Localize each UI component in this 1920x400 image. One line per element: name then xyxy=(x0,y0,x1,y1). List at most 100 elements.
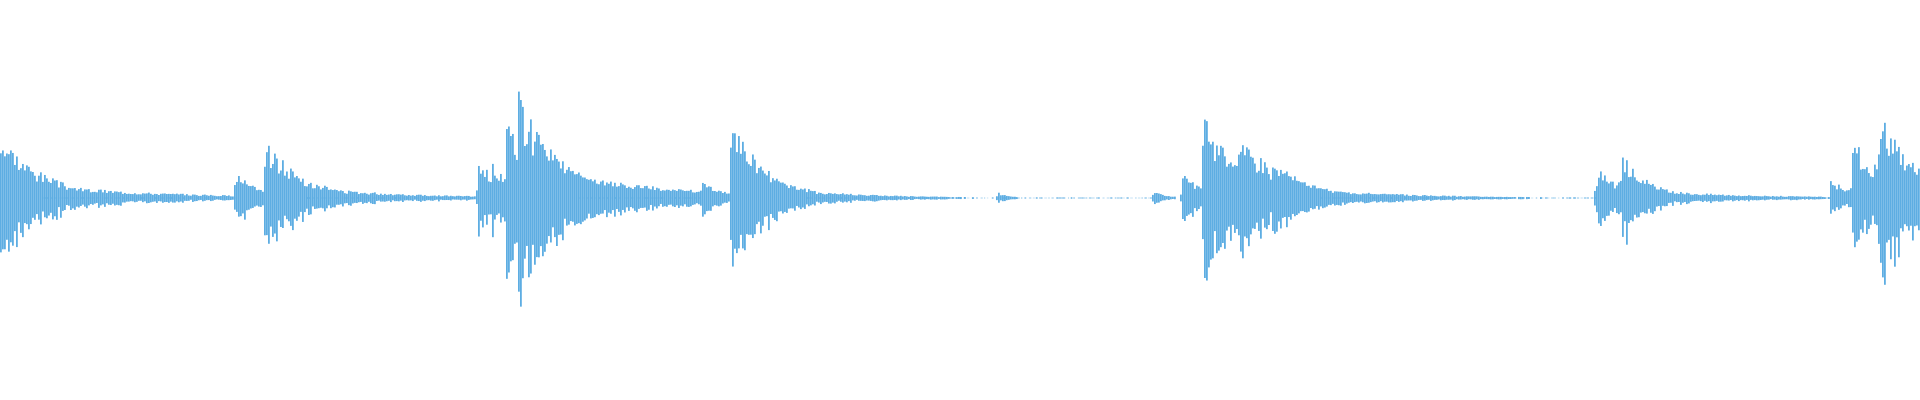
waveform-sample xyxy=(420,194,422,202)
waveform-sample xyxy=(108,191,110,205)
noise-floor-sample xyxy=(1802,197,1804,199)
waveform-sample xyxy=(1346,192,1348,204)
waveform-sample xyxy=(756,173,758,225)
waveform-sample xyxy=(738,136,740,249)
noise-floor-sample xyxy=(818,197,821,199)
waveform-sample xyxy=(346,193,348,204)
waveform-sample xyxy=(532,155,534,245)
waveform-sample xyxy=(1304,182,1306,213)
noise-floor-sample xyxy=(422,197,425,199)
waveform-sample xyxy=(658,188,660,207)
noise-floor-sample xyxy=(1485,197,1488,199)
noise-floor-sample xyxy=(631,197,634,199)
waveform-sample xyxy=(174,194,176,203)
waveform-sample xyxy=(1672,191,1674,206)
waveform-sample xyxy=(56,180,58,220)
waveform-sample xyxy=(312,188,314,207)
noise-floor-sample xyxy=(661,197,664,199)
noise-floor-sample xyxy=(1077,197,1081,199)
waveform-sample xyxy=(182,193,184,203)
waveform-sample xyxy=(222,195,224,201)
waveform-sample xyxy=(460,195,462,201)
waveform-sample xyxy=(308,183,310,215)
noise-floor-sample xyxy=(469,197,473,199)
noise-floor-sample xyxy=(80,197,84,199)
waveform-sample xyxy=(1908,164,1910,231)
noise-floor-sample xyxy=(1791,197,1794,199)
waveform-sample xyxy=(1750,195,1752,200)
waveform-sample xyxy=(256,190,258,206)
waveform-sample xyxy=(1758,196,1760,201)
noise-floor-sample xyxy=(650,197,653,199)
noise-floor-sample xyxy=(89,197,92,199)
noise-floor-sample xyxy=(1015,197,1017,199)
waveform-sample xyxy=(862,195,864,201)
waveform-sample xyxy=(1714,194,1716,202)
noise-floor-sample xyxy=(458,197,461,199)
waveform-sample xyxy=(1622,157,1624,237)
waveform-sample xyxy=(1272,167,1274,231)
noise-floor-sample xyxy=(958,197,962,199)
waveform-sample xyxy=(32,172,34,218)
noise-floor-sample xyxy=(627,197,630,199)
noise-floor-sample xyxy=(615,197,618,199)
waveform-sample xyxy=(1918,168,1920,231)
waveform-sample xyxy=(142,193,144,203)
waveform-sample xyxy=(1612,181,1614,212)
waveform-sample xyxy=(590,179,592,219)
noise-floor-sample xyxy=(1580,197,1583,199)
waveform-sample xyxy=(1256,172,1258,223)
waveform-sample xyxy=(1366,193,1368,203)
waveform-sample xyxy=(1216,145,1218,254)
waveform-sample xyxy=(768,170,770,231)
waveform-sample xyxy=(1326,188,1328,207)
waveform-sample xyxy=(654,190,656,207)
waveform-sample xyxy=(1410,195,1412,201)
waveform-sample xyxy=(1772,195,1774,200)
noise-floor-sample xyxy=(392,197,394,199)
waveform-sample xyxy=(1610,181,1612,211)
noise-floor-sample xyxy=(402,197,404,199)
noise-floor-sample xyxy=(668,197,670,199)
noise-floor-sample xyxy=(187,197,191,199)
waveform-sample xyxy=(1902,154,1904,232)
noise-floor-sample xyxy=(1562,197,1564,199)
waveform-sample xyxy=(1676,193,1678,203)
waveform-sample xyxy=(1746,195,1748,200)
noise-floor-sample xyxy=(925,197,928,199)
waveform-sample xyxy=(160,193,162,202)
noise-floor-sample xyxy=(326,197,328,199)
waveform-sample xyxy=(614,182,616,217)
waveform-sample xyxy=(18,169,20,223)
noise-floor-sample xyxy=(1456,197,1458,199)
waveform-sample xyxy=(860,194,862,201)
noise-floor-sample xyxy=(381,197,385,199)
waveform-sample xyxy=(1862,168,1864,233)
waveform-sample xyxy=(708,186,710,211)
waveform-sample xyxy=(604,185,606,211)
noise-floor-sample xyxy=(1816,197,1819,199)
waveform-sample xyxy=(1192,182,1194,217)
waveform-sample xyxy=(258,189,260,207)
waveform-sample xyxy=(1232,166,1234,225)
waveform-sample xyxy=(808,189,810,207)
waveform-sample xyxy=(1644,183,1646,214)
noise-floor-sample xyxy=(335,197,339,199)
noise-floor-sample xyxy=(1102,197,1105,199)
waveform-sample xyxy=(1606,181,1608,216)
waveform-sample xyxy=(684,191,686,205)
noise-floor-sample xyxy=(806,197,809,199)
waveform-sample xyxy=(66,189,68,205)
waveform-sample xyxy=(1294,176,1296,217)
noise-floor-sample xyxy=(200,197,202,199)
waveform-sample xyxy=(1842,190,1844,206)
noise-floor-sample xyxy=(194,197,197,199)
noise-floor-sample xyxy=(1117,197,1120,199)
waveform-sample xyxy=(358,194,360,203)
waveform-sample xyxy=(704,184,706,215)
noise-floor-sample xyxy=(927,197,930,199)
waveform-sample xyxy=(332,190,334,208)
waveform-sample xyxy=(546,156,548,244)
